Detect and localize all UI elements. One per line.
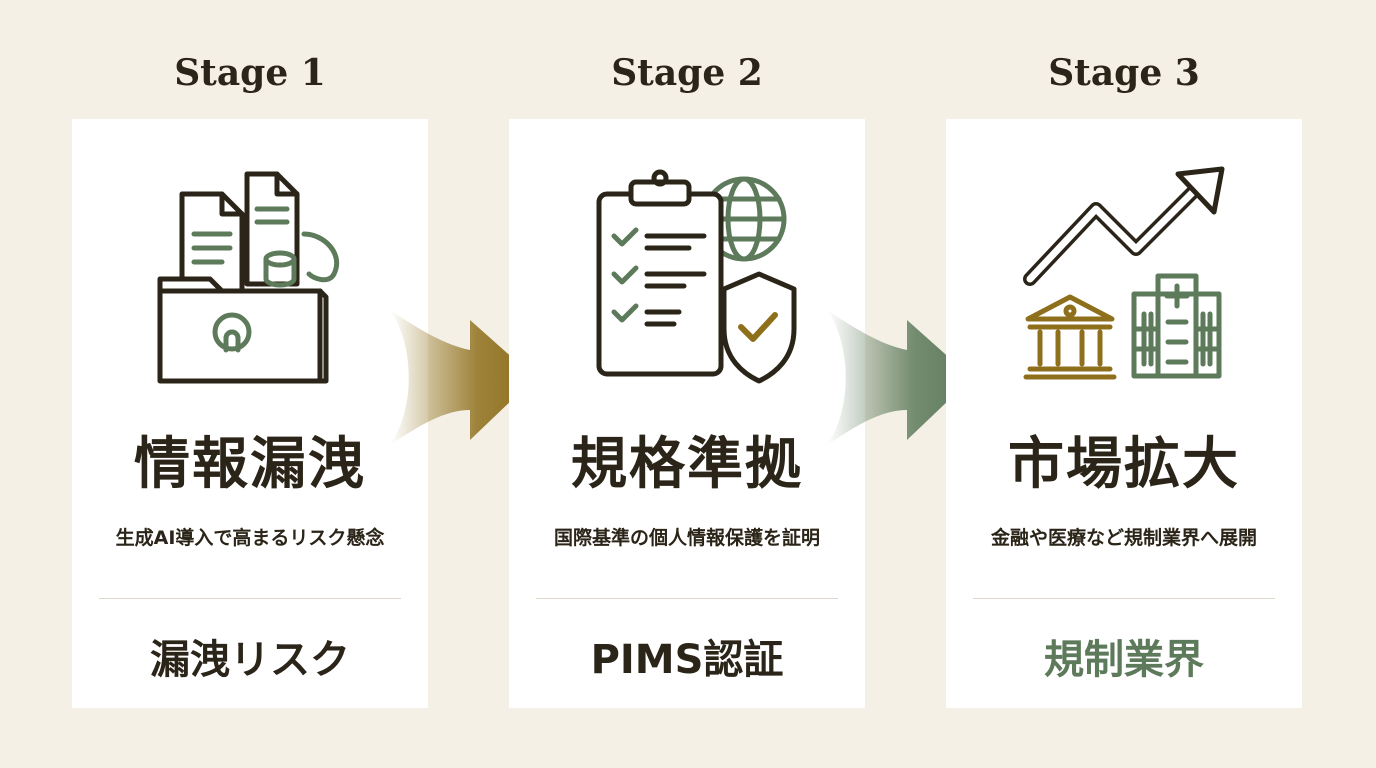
stage-2-label: Stage 2 — [611, 52, 763, 94]
stage-3-card: 市場拡大 金融や医療など規制業界へ展開 規制業界 — [946, 119, 1302, 708]
stage-1-title: 情報漏洩 — [134, 431, 366, 497]
stage-1-subtitle: 生成AI導入で高まるリスク懸念 — [115, 527, 385, 549]
stage-2-subtitle: 国際基準の個人情報保護を証明 — [553, 527, 820, 549]
stage-1-keyword: 漏洩リスク — [150, 637, 350, 683]
stage-1-label: Stage 1 — [174, 52, 326, 94]
stage-3-title: 市場拡大 — [1008, 431, 1240, 497]
stage-3-subtitle: 金融や医療など規制業界へ展開 — [990, 527, 1257, 549]
growth-bank-hospital-icon — [946, 164, 1302, 389]
checklist-shield-globe-icon — [509, 164, 865, 389]
stage-3-keyword: 規制業界 — [1044, 637, 1204, 683]
stage-3-divider — [973, 598, 1275, 599]
stage-2-card: 規格準拠 国際基準の個人情報保護を証明 PIMS認証 — [509, 119, 865, 708]
stage-1-card: 情報漏洩 生成AI導入で高まるリスク懸念 漏洩リスク — [72, 119, 428, 708]
stage-3-label: Stage 3 — [1048, 52, 1200, 94]
arrow-2-icon — [827, 300, 977, 450]
stage-2-keyword: PIMS認証 — [590, 637, 784, 683]
documents-folder-icon — [72, 164, 428, 389]
stage-2-title: 規格準拠 — [571, 431, 803, 497]
arrow-1-icon — [390, 300, 540, 450]
stage-2-divider — [536, 598, 838, 599]
stage-1-divider — [99, 598, 401, 599]
